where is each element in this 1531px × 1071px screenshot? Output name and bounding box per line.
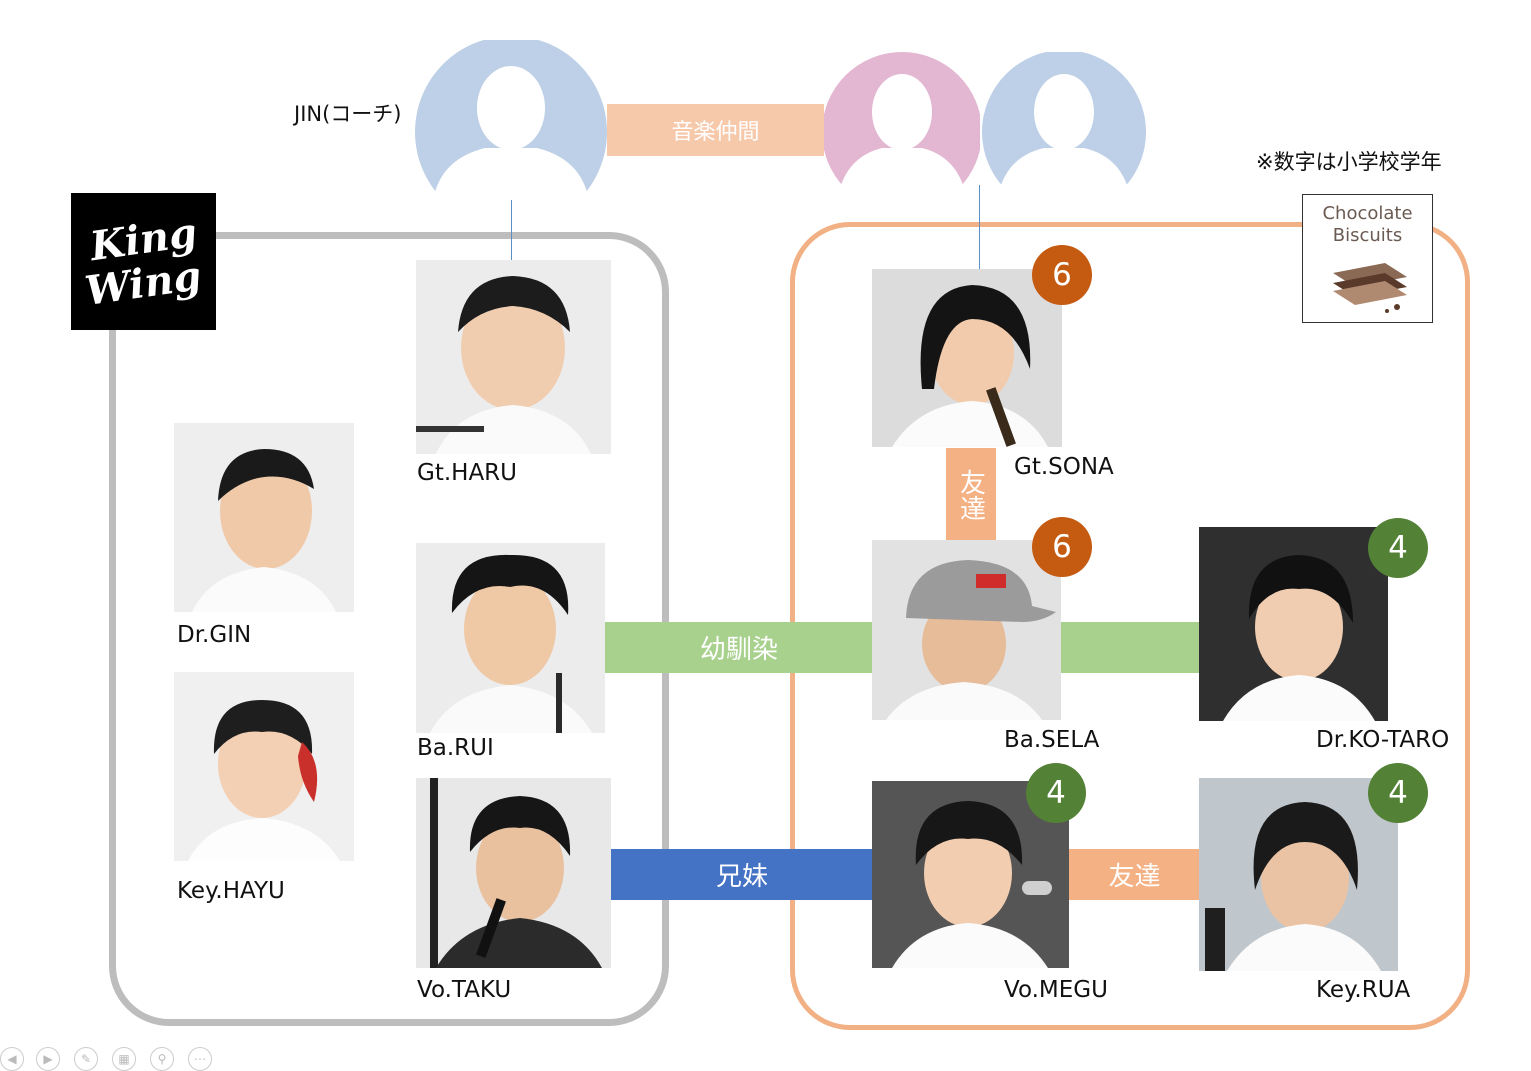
member-name-gin: Dr.GIN [177, 622, 252, 648]
photo-rua [1199, 778, 1398, 971]
zoom-icon[interactable]: ⚲ [150, 1047, 174, 1071]
friends-vertical-label: 友達 [955, 468, 986, 521]
photo-gin [174, 423, 354, 612]
more-options-icon[interactable]: ⋯ [188, 1047, 212, 1071]
photo-haru [416, 260, 611, 454]
siblings-bar: 兄妹 [611, 849, 873, 900]
member-name-sela: Ba.SELA [1004, 727, 1100, 753]
parent-mother-silhouette [824, 52, 980, 188]
music-friends-bar: 音楽仲間 [607, 104, 824, 156]
friends-horizontal-label: 友達 [1108, 862, 1161, 892]
friends-horizontal-bar: 友達 [1069, 849, 1200, 900]
slides-grid-icon[interactable]: ▦ [112, 1047, 136, 1071]
photo-hayu [174, 672, 354, 861]
king-wing-logo: King Wing [71, 193, 216, 330]
chocolate-biscuits-logo-text-2: Biscuits [1332, 225, 1403, 246]
parent-connector-line [979, 185, 980, 270]
friends-vertical-bar: 友達 [946, 448, 996, 541]
member-name-taku: Vo.TAKU [417, 977, 512, 1003]
grade-badge-rua: 4 [1368, 763, 1428, 823]
previous-slide-icon[interactable]: ◀ [0, 1047, 24, 1071]
photo-sela [872, 540, 1061, 720]
photo-kotaro [1199, 527, 1388, 721]
coach-connector-line [511, 200, 512, 262]
childhood-friends-bar: 幼馴染 [605, 622, 873, 673]
grade-badge-sela: 6 [1032, 517, 1092, 577]
childhood-friends-bar-extension [1060, 622, 1200, 673]
grade-badge-megu: 4 [1026, 763, 1086, 823]
member-name-rua: Key.RUA [1316, 977, 1411, 1003]
music-friends-label: 音楽仲間 [671, 120, 760, 145]
pen-icon[interactable]: ✎ [74, 1047, 98, 1071]
photo-rui [416, 543, 605, 733]
member-name-hayu: Key.HAYU [177, 878, 285, 904]
member-name-sona: Gt.SONA [1014, 454, 1114, 480]
member-name-haru: Gt.HARU [417, 460, 517, 486]
member-name-megu: Vo.MEGU [1004, 977, 1108, 1003]
biscuit-illustration [1333, 263, 1407, 313]
coach-jin-silhouette [415, 40, 607, 192]
grade-note: ※数字は小学校学年 [1256, 150, 1442, 174]
siblings-label: 兄妹 [715, 862, 768, 892]
next-slide-icon[interactable]: ▶ [36, 1047, 60, 1071]
member-name-kotaro: Dr.KO-TARO [1316, 727, 1450, 753]
photo-sona [872, 269, 1062, 447]
parent-father-silhouette [982, 52, 1146, 188]
chocolate-biscuits-logo: Chocolate Biscuits [1302, 194, 1433, 323]
member-name-rui: Ba.RUI [417, 735, 494, 761]
grade-badge-kotaro: 4 [1368, 518, 1428, 578]
grade-badge-sona: 6 [1032, 245, 1092, 305]
coach-label: JIN(コーチ) [294, 102, 402, 126]
chocolate-biscuits-logo-text-1: Chocolate [1322, 203, 1413, 224]
presentation-toolbar: ◀ ▶ ✎ ▦ ⚲ ⋯ [0, 1047, 220, 1071]
childhood-friends-label: 幼馴染 [699, 635, 778, 665]
photo-taku [416, 778, 611, 968]
